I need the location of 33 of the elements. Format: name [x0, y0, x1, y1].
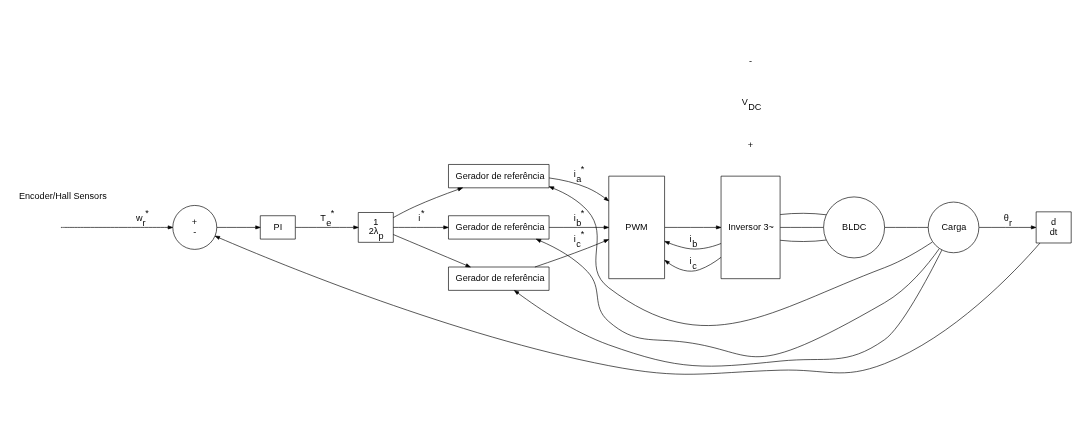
node-box: Inversor 3~	[720, 175, 781, 279]
node-box: Gerador de referência	[448, 164, 550, 189]
arrow	[214, 235, 1041, 375]
node-box: PI	[259, 215, 296, 240]
arrow	[534, 239, 609, 268]
arrow	[664, 257, 722, 272]
connector	[779, 227, 824, 228]
connector	[779, 212, 827, 216]
arrow	[393, 225, 449, 230]
arrow	[61, 225, 173, 230]
node-circle: Carga	[927, 201, 980, 254]
label: +	[747, 140, 753, 151]
arrow	[664, 241, 722, 250]
arrow	[548, 177, 609, 202]
node-box: Gerador de referência	[448, 215, 550, 240]
arrow	[535, 238, 940, 357]
label: Encoder/Hall Sensors	[18, 191, 107, 202]
arrow	[295, 225, 359, 230]
node-box: d dt	[1035, 211, 1072, 244]
node-box: Gerador de referência	[448, 266, 550, 291]
arrow	[393, 234, 471, 268]
arrow	[393, 187, 463, 218]
label: -	[748, 55, 752, 66]
arrow	[978, 225, 1037, 230]
node-box: PWM	[608, 175, 665, 279]
connector	[884, 227, 929, 228]
node-circle: BLDC	[823, 196, 885, 259]
node-circle: + -	[172, 205, 218, 250]
arrow	[548, 225, 609, 230]
arrow	[514, 249, 943, 367]
arrow	[548, 186, 933, 326]
arrow	[664, 225, 722, 230]
arrow	[216, 225, 261, 230]
